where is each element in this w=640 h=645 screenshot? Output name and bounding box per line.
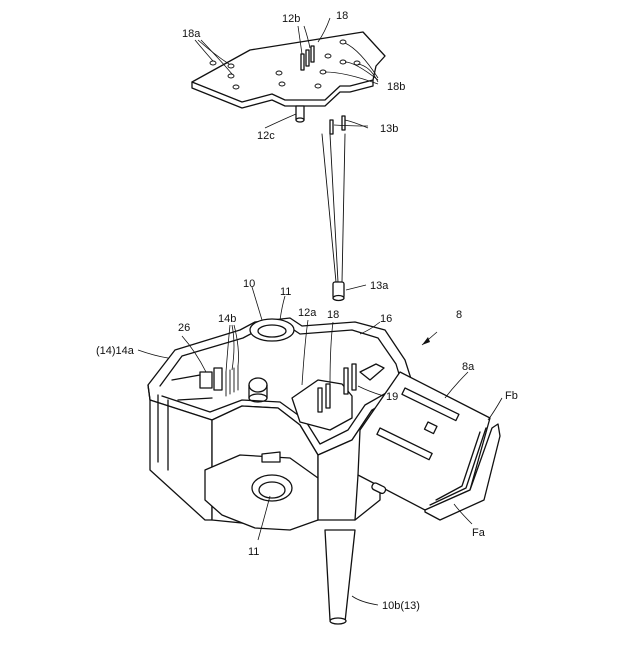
label-14b: 14b: [218, 313, 236, 325]
label-14-14a: (14)14a: [96, 345, 135, 357]
label-10b13: 10b(13): [382, 600, 420, 612]
label-19: 19: [386, 391, 398, 403]
probe-10b: [325, 530, 355, 624]
label-12a: 12a: [298, 307, 317, 319]
label-8a: 8a: [462, 361, 475, 373]
label-13a: 13a: [370, 280, 389, 292]
sensor-element-13a: [322, 134, 345, 301]
label-12c: 12c: [257, 130, 275, 142]
label-11-top: 11: [280, 286, 291, 298]
label-26: 26: [178, 322, 190, 334]
label-18b: 18b: [387, 81, 405, 93]
label-Fb: Fb: [505, 390, 518, 402]
label-18-mid: 18: [327, 309, 339, 321]
post-12c: [296, 106, 304, 122]
label-10: 10: [243, 278, 255, 290]
label-Fa: Fa: [472, 527, 486, 539]
label-13b: 13b: [380, 123, 398, 135]
circuit-board-18: [192, 32, 385, 134]
label-8: 8: [456, 309, 462, 321]
label-16: 16: [380, 313, 392, 325]
label-18-top: 18: [336, 10, 348, 22]
label-18a: 18a: [182, 28, 201, 40]
label-11-bot: 11: [248, 546, 259, 558]
label-12b: 12b: [282, 13, 300, 25]
